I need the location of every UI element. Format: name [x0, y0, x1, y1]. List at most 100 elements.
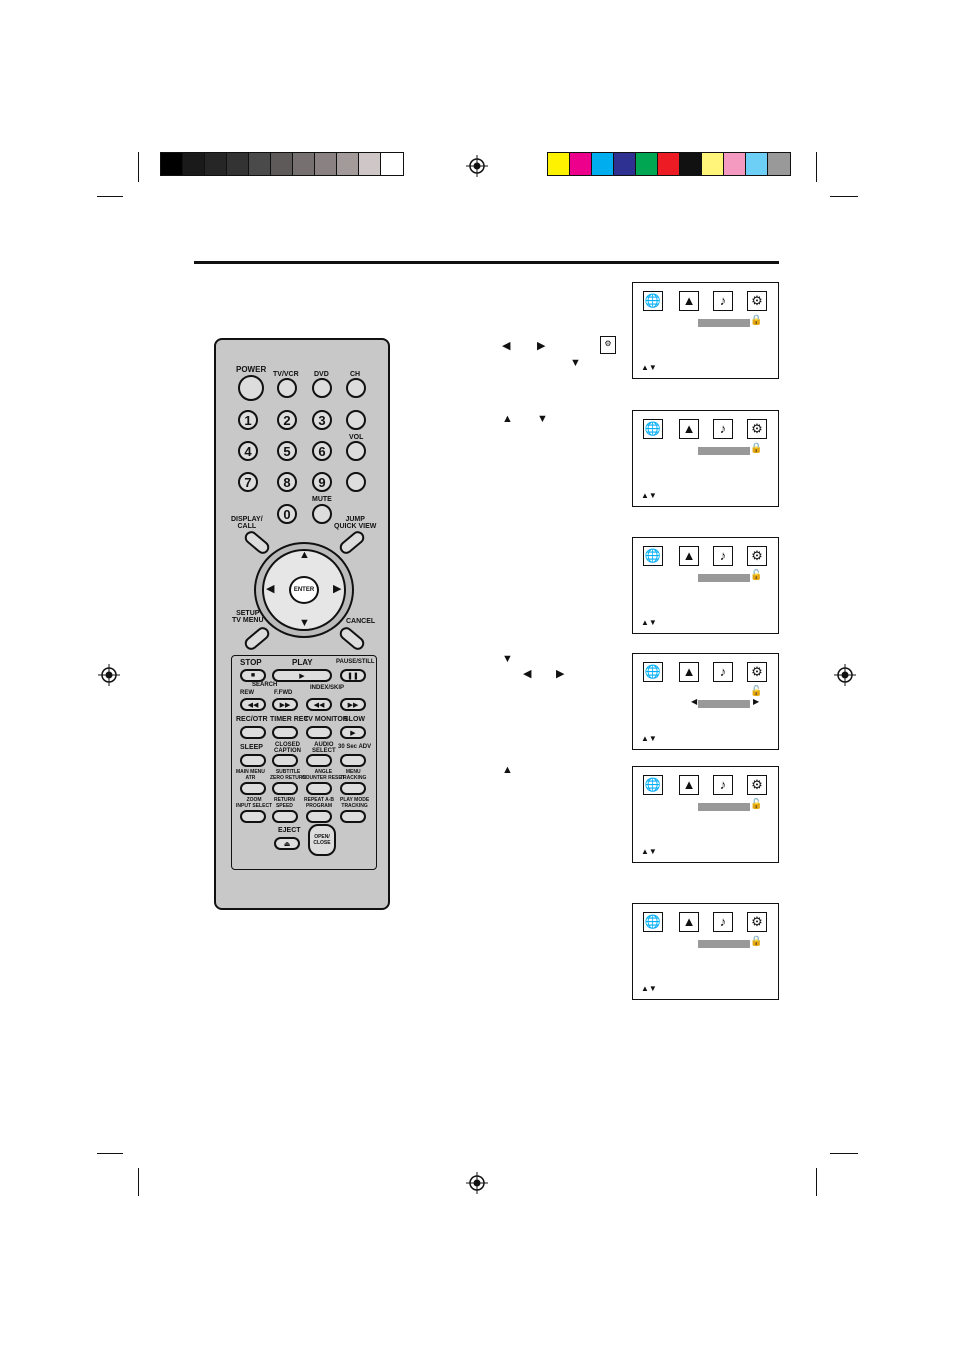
down-arrow-icon: ▼	[537, 413, 548, 425]
password-field	[698, 574, 750, 582]
index-skip-label: INDEX/SKIP	[310, 685, 345, 691]
rew-button[interactable]: ◀◀	[240, 698, 266, 711]
search-label: SEARCH	[252, 682, 278, 688]
timer-rec-button[interactable]	[272, 726, 298, 739]
left-arrow-icon: ◀	[523, 668, 532, 680]
vol-down-button[interactable]	[346, 472, 366, 492]
skip-forward-button[interactable]: ▶▶	[340, 698, 366, 711]
stop-button[interactable]: ■	[240, 669, 266, 682]
lower-button-panel: STOP ■ PLAY ▶ PAUSE/STILL ❚❚ SEARCH INDE…	[231, 655, 377, 870]
digit-5-button[interactable]: 5	[277, 441, 297, 461]
rec-button[interactable]	[240, 726, 266, 739]
right-arrow-icon: ▶	[753, 697, 760, 706]
eject-label: EJECT	[278, 827, 301, 834]
digit-8-button[interactable]: 8	[277, 472, 297, 492]
down-arrow-icon[interactable]: ▼	[299, 617, 310, 629]
digit-6-button[interactable]: 6	[312, 441, 332, 461]
main-menu-button[interactable]	[240, 782, 266, 795]
power-label: POWER	[236, 365, 267, 374]
adv-label: 30 Sec ADV	[338, 744, 372, 750]
digit-4-button[interactable]: 4	[238, 441, 258, 461]
audio-icon: ♪	[713, 662, 733, 682]
audio-select-button[interactable]	[306, 754, 332, 767]
swatch	[205, 153, 227, 175]
return-speed-label: RETURN SPEED	[274, 797, 295, 809]
repeat-label: REPEAT A-B PROGRAM	[304, 797, 334, 809]
digit-2-button[interactable]: 2	[277, 410, 297, 430]
display-button[interactable]	[242, 528, 272, 557]
up-arrow-icon[interactable]: ▲	[299, 549, 310, 561]
menu-screen: 🌐▲♪⚙🔓◀▶▲▼	[632, 653, 779, 750]
power-button[interactable]	[238, 375, 264, 401]
cancel-label: CANCEL	[346, 618, 376, 625]
ch-down-button[interactable]	[346, 410, 366, 430]
slow-label: SLOW	[344, 716, 365, 723]
swatch	[658, 153, 680, 175]
tv-monitor-label: TV MONITOR	[304, 716, 348, 723]
jump-label: JUMP QUICK VIEW	[334, 516, 377, 530]
setup-icon: ⚙	[747, 662, 767, 682]
subtitle-button[interactable]	[272, 782, 298, 795]
globe-icon: 🌐	[643, 291, 663, 311]
crop-mark	[830, 1153, 858, 1154]
globe-icon: 🌐	[643, 912, 663, 932]
sleep-button[interactable]	[240, 754, 266, 767]
open-close-button[interactable]: OPEN/ CLOSE	[308, 824, 336, 856]
digit-1-button[interactable]: 1	[238, 410, 258, 430]
left-arrow-icon[interactable]: ◀	[266, 583, 275, 595]
swatch	[227, 153, 249, 175]
digit-0-button[interactable]: 0	[277, 504, 297, 524]
jump-button[interactable]	[337, 528, 367, 557]
pause-button[interactable]: ❚❚	[340, 669, 366, 682]
globe-icon: 🌐	[643, 662, 663, 682]
digit-7-button[interactable]: 7	[238, 472, 258, 492]
lock-icon: 🔒	[750, 443, 763, 454]
dvd-button[interactable]	[312, 378, 332, 398]
swatch	[161, 153, 183, 175]
swatch	[249, 153, 271, 175]
ch-up-button[interactable]	[346, 378, 366, 398]
tvvcr-button[interactable]	[277, 378, 297, 398]
mute-label: MUTE	[312, 496, 332, 503]
closed-caption-label: CLOSED CAPTION	[274, 742, 301, 754]
ch-label: CH	[350, 371, 361, 378]
enter-button[interactable]: ENTER	[289, 576, 319, 604]
registration-crosshair-icon	[466, 155, 488, 177]
menu-screen: 🌐▲♪⚙🔒▲▼	[632, 282, 779, 379]
angle-button[interactable]	[306, 782, 332, 795]
adv-button[interactable]	[340, 754, 366, 767]
header-rule	[194, 261, 779, 264]
unlock-icon: 🔓	[750, 799, 763, 810]
swatch	[271, 153, 293, 175]
repeat-button[interactable]	[306, 810, 332, 823]
slow-button[interactable]: ▶	[340, 726, 366, 739]
menu-tracking-button[interactable]	[340, 782, 366, 795]
globe-icon: 🌐	[643, 775, 663, 795]
password-field	[698, 940, 750, 948]
closed-caption-button[interactable]	[272, 754, 298, 767]
left-arrow-icon: ◀	[502, 340, 511, 352]
picture-icon: ▲	[679, 912, 699, 932]
right-arrow-icon[interactable]: ▶	[333, 583, 342, 595]
crop-mark	[830, 196, 858, 197]
crop-mark	[138, 152, 139, 182]
mute-button[interactable]	[312, 504, 332, 524]
menu-screen: 🌐▲♪⚙🔒▲▼	[632, 903, 779, 1000]
tv-monitor-button[interactable]	[306, 726, 332, 739]
zoom-button[interactable]	[240, 810, 266, 823]
password-field	[698, 447, 750, 455]
audio-select-label: AUDIO SELECT	[312, 742, 336, 754]
ffwd-button[interactable]: ▶▶	[272, 698, 298, 711]
skip-back-button[interactable]: ◀◀	[306, 698, 332, 711]
cancel-button[interactable]	[337, 624, 367, 653]
setup-button[interactable]	[242, 624, 272, 653]
eject-button[interactable]: ⏏	[274, 837, 300, 850]
digit-9-button[interactable]: 9	[312, 472, 332, 492]
playmode-button[interactable]	[340, 810, 366, 823]
vol-up-button[interactable]	[346, 441, 366, 461]
return-button[interactable]	[272, 810, 298, 823]
crop-mark	[816, 152, 817, 182]
digit-3-button[interactable]: 3	[312, 410, 332, 430]
play-button[interactable]: ▶	[272, 669, 332, 682]
swatch	[359, 153, 381, 175]
